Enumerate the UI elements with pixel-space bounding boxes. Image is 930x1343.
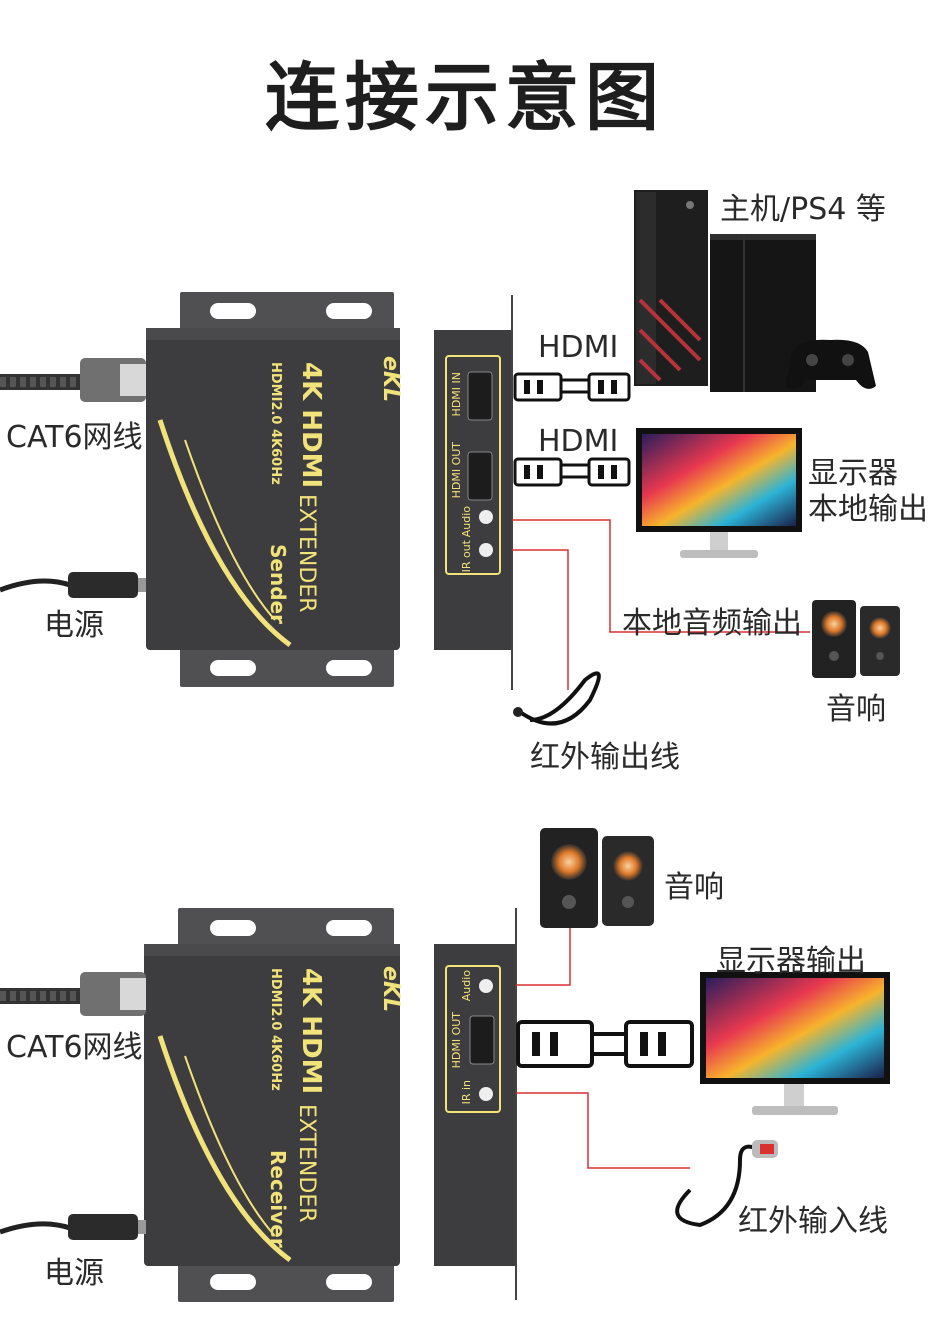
sender-role-text: Sender xyxy=(266,544,290,624)
sender-power-label: 电源 xyxy=(44,608,104,643)
ir-in-cable-icon xyxy=(675,1140,778,1228)
receiver-port-hdmi-out-label: HDMI OUT xyxy=(450,1012,463,1069)
receiver-speaker-icon xyxy=(540,828,654,928)
host-label: 主机/PS4 等 xyxy=(720,192,886,227)
receiver-model-text: 4K HDMI xyxy=(296,968,326,1095)
receiver-spec-text: HDMI2.0 4K60Hz xyxy=(268,968,283,1091)
receiver-power-label: 电源 xyxy=(44,1256,104,1291)
receiver-port-ir-label: IR in xyxy=(460,1080,473,1105)
receiver-port-audio-label: Audio xyxy=(460,970,473,1002)
receiver-product-text: EXTENDER xyxy=(294,1104,319,1223)
hdmi-out-label: HDMI xyxy=(538,424,619,459)
receiver-cable-label: CAT6网线 xyxy=(6,1030,143,1065)
ir-out-cable-icon xyxy=(513,671,601,726)
receiver-display-label: 显示器输出 xyxy=(716,944,866,979)
sender-cable-label: CAT6网线 xyxy=(6,420,143,455)
display-label-line1: 显示器 xyxy=(808,456,898,491)
receiver-power-cable xyxy=(0,1214,146,1240)
audio-out-line xyxy=(512,519,810,633)
pc-tower-icon xyxy=(634,190,708,386)
receiver-audio-line xyxy=(516,925,571,986)
ir-out-cable-label: 红外输出线 xyxy=(530,740,680,775)
receiver-ir-line xyxy=(516,1092,690,1169)
hdmi-cable-in xyxy=(513,372,631,402)
receiver-monitor-icon xyxy=(700,972,890,1115)
ir-out-line xyxy=(512,549,569,690)
sender-port-hdmi-out-label: HDMI OUT xyxy=(450,442,463,499)
sender-port-hdmi-in-label: HDMI IN xyxy=(450,372,463,417)
speaker-icon xyxy=(812,600,900,678)
receiver-cat6-cable xyxy=(0,972,146,1016)
monitor-icon xyxy=(636,428,802,558)
sender-spec-text: HDMI2.0 4K60Hz xyxy=(268,362,283,485)
sender-speaker-label: 音响 xyxy=(826,692,886,727)
receiver-brand-logo: eKL xyxy=(378,966,403,1012)
sender-port-audio-label: Audio xyxy=(460,506,473,538)
ir-in-cable-label: 红外输入线 xyxy=(738,1204,888,1239)
receiver-unit xyxy=(144,908,517,1302)
sender-power-cable xyxy=(0,572,146,598)
hdmi-cable-out xyxy=(513,457,631,487)
audio-out-label: 本地音频输出 xyxy=(622,606,802,641)
gamepad-icon xyxy=(786,339,876,389)
sender-port-ir-label: IR out xyxy=(460,540,473,573)
sender-product-text: EXTENDER xyxy=(294,494,319,613)
receiver-speaker-label: 音响 xyxy=(664,870,724,905)
page-title: 连接示意图 xyxy=(265,55,665,141)
sender-unit xyxy=(146,292,513,690)
display-label-line2: 本地输出 xyxy=(808,492,928,527)
sender-cat6-cable xyxy=(0,358,146,402)
sender-model-text: 4K HDMI xyxy=(296,362,326,489)
receiver-hdmi-cable xyxy=(516,1020,694,1068)
hdmi-in-label: HDMI xyxy=(538,330,619,365)
receiver-role-text: Receiver xyxy=(266,1150,290,1248)
sender-brand-logo: eKL xyxy=(378,356,403,402)
